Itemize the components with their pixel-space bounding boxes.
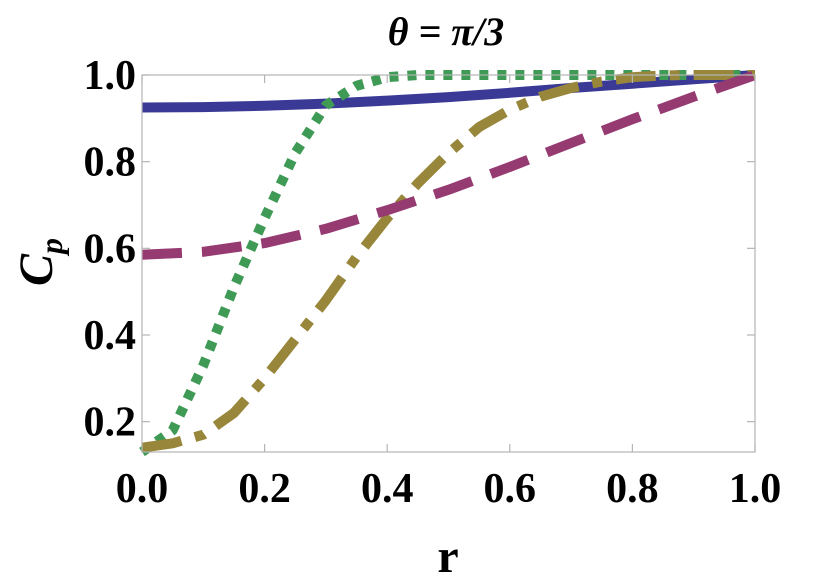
x-tick-label: 0.6	[484, 466, 537, 512]
y-axis-label-main: C	[10, 253, 63, 286]
series-line-dash-dot	[141, 70, 755, 453]
y-axis-ticks: 0.2 0.4 0.6 0.8 1.0	[84, 53, 755, 446]
y-axis-label-sub: p	[33, 238, 69, 257]
y-tick-label: 0.8	[84, 140, 137, 186]
y-tick-label: 0.2	[84, 400, 137, 446]
chart-title: θ = π/3	[388, 9, 505, 54]
x-tick-label: 1.0	[729, 466, 782, 512]
y-tick-label: 0.4	[84, 313, 137, 359]
y-tick-label: 1.0	[84, 53, 137, 99]
series-line-dashed	[141, 70, 757, 260]
x-axis-label: r	[437, 530, 458, 583]
x-tick-label: 0.4	[361, 466, 414, 512]
y-tick-label: 0.6	[84, 226, 137, 272]
series-line-dotted	[139, 70, 755, 457]
series-layer	[139, 70, 757, 457]
y-axis-label: Cp	[10, 238, 69, 286]
x-tick-label: 0.0	[116, 466, 169, 512]
plot-frame	[141, 74, 756, 453]
x-axis-ticks: 0.0 0.2 0.4 0.6 0.8 1.0	[116, 75, 782, 512]
series-line-solid	[141, 70, 756, 113]
x-tick-label: 0.2	[238, 466, 291, 512]
svg-text:Cp: Cp	[10, 238, 69, 286]
x-tick-label: 0.8	[606, 466, 659, 512]
